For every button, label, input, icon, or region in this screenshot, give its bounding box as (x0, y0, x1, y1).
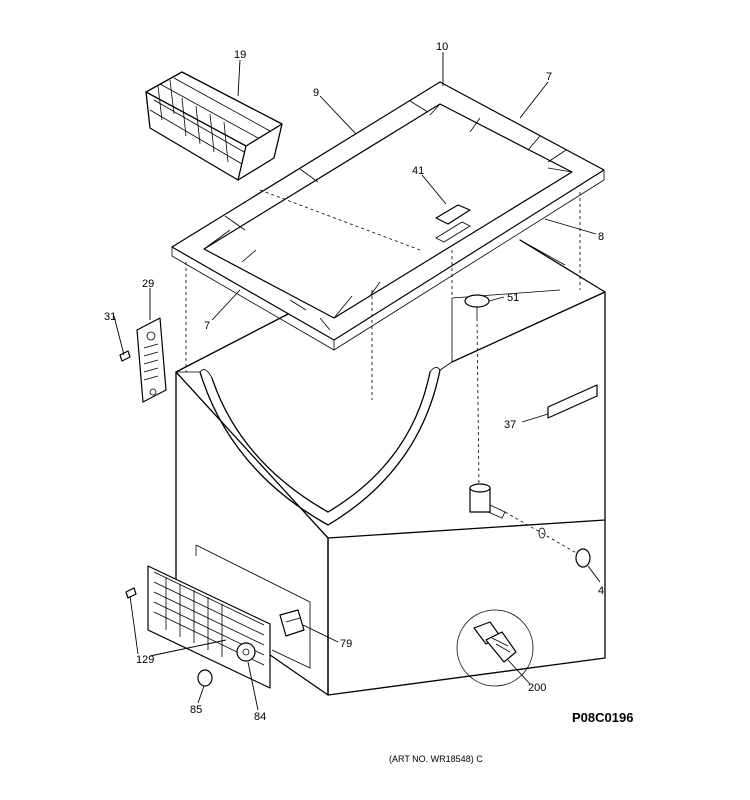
page-code: P08C0196 (572, 710, 633, 725)
lid-gasket-frame (171, 81, 605, 351)
freezer-cabinet (175, 239, 606, 696)
art-number: (ART NO. WR18548) C (389, 754, 483, 764)
callout-10: 10 (436, 41, 448, 53)
callout-41: 41 (412, 165, 424, 177)
callout-19: 19 (234, 49, 246, 61)
callout-51: 51 (507, 292, 519, 304)
rating-label (547, 384, 598, 419)
callout-79: 79 (340, 638, 352, 650)
callout-4: 4 (598, 585, 604, 597)
assembly-lines (185, 189, 581, 400)
callout-31: 31 (104, 311, 116, 323)
leader-lines (113, 52, 601, 711)
callout-7-left: 7 (204, 320, 210, 332)
callout-200: 200 (528, 682, 546, 694)
machine-compartment (195, 544, 311, 669)
callout-84: 84 (254, 711, 266, 723)
callout-8: 8 (598, 231, 604, 243)
callout-129: 129 (136, 654, 154, 666)
callout-85: 85 (190, 704, 202, 716)
callout-9: 9 (313, 87, 319, 99)
callout-37: 37 (504, 419, 516, 431)
wire-basket (145, 71, 283, 181)
kickplate-grille (125, 565, 271, 689)
callout-29: 29 (142, 278, 154, 290)
callout-7-top: 7 (546, 71, 552, 83)
drain-assembly (464, 294, 591, 568)
detail-circle-200 (456, 609, 534, 687)
callout-labels: 19 10 7 9 41 8 29 31 51 7 37 4 79 129 20… (104, 41, 604, 723)
hinge-assembly (119, 317, 167, 403)
